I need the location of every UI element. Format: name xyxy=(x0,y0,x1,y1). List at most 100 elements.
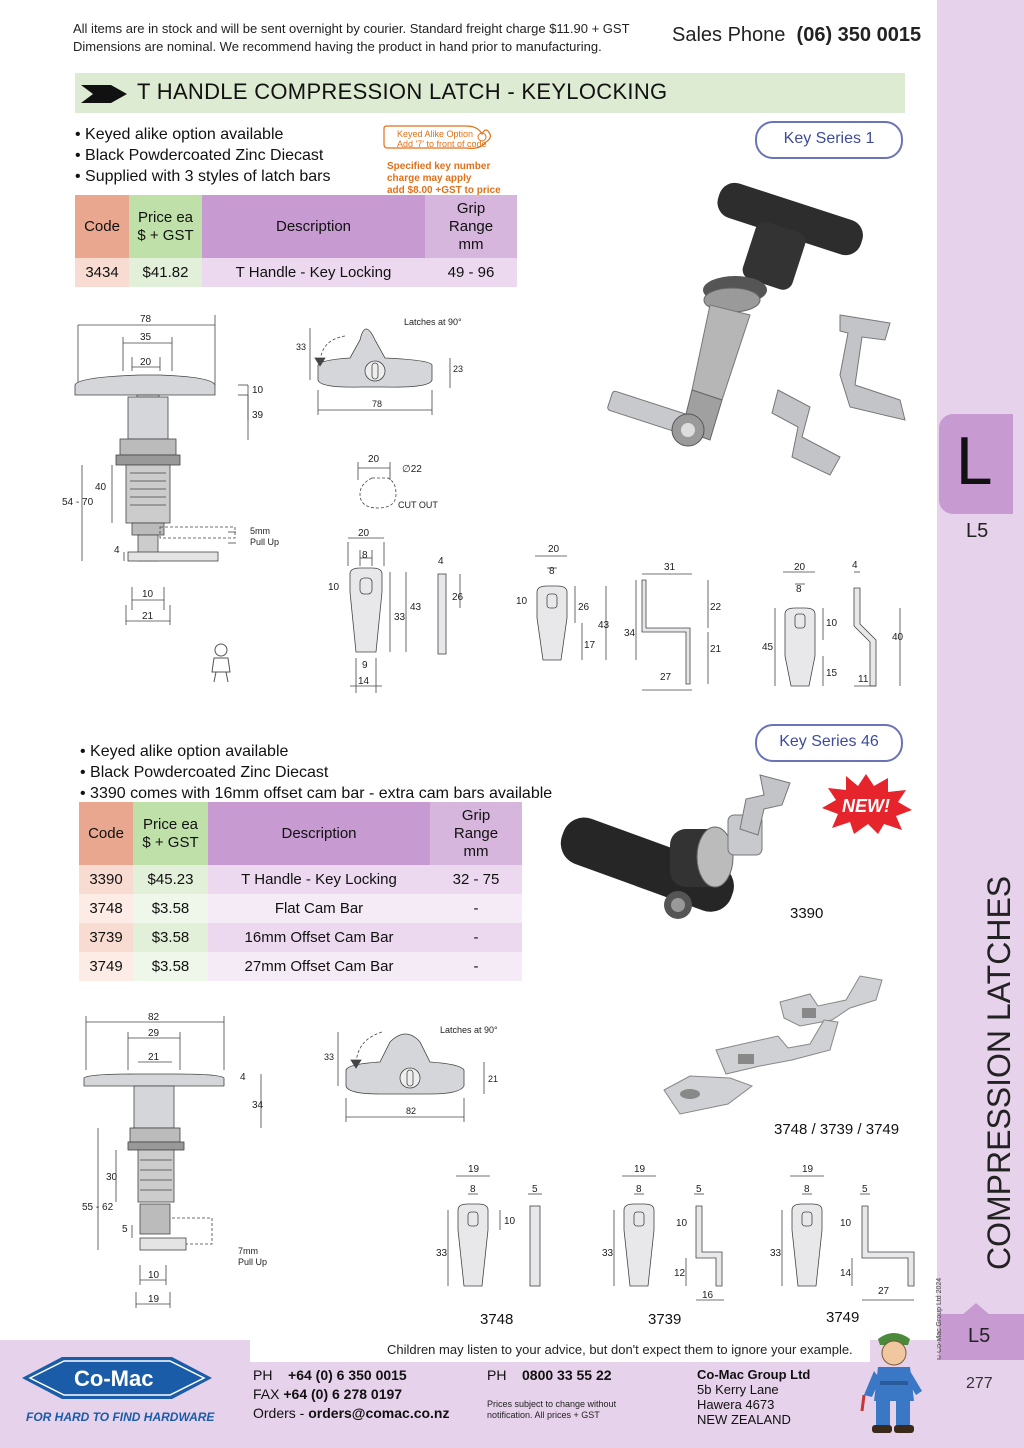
dim-label: 10 xyxy=(840,1218,852,1229)
dim-label: 33 xyxy=(770,1248,782,1259)
col-code-header: Code xyxy=(75,195,129,258)
dim-label: 26 xyxy=(578,602,590,613)
cell-code: 3749 xyxy=(79,952,133,981)
dim-label: 82 xyxy=(148,1012,160,1023)
key-series-1-badge: Key Series 1 xyxy=(755,121,903,159)
dim-label: Pull Up xyxy=(238,1257,267,1267)
header-line: Price ea xyxy=(137,208,194,226)
vertical-title-text: COMPRESSION LATCHES xyxy=(981,875,1017,1270)
cell-desc: T Handle - Key Locking xyxy=(202,258,425,287)
new-badge-icon: NEW! xyxy=(822,774,912,834)
address-line: NEW ZEALAND xyxy=(697,1412,791,1427)
dim-label: 33 xyxy=(324,1052,334,1062)
fax-label: FAX xyxy=(253,1386,280,1402)
dim-label: 43 xyxy=(598,620,610,631)
dim-label: 40 xyxy=(892,632,904,643)
bottom-section-code: L5 xyxy=(968,1325,991,1347)
dim-label: 20 xyxy=(548,544,560,555)
drawing-cam-bars-2: 19 8 5 10 33 19 8 5 33 10 12 16 19 8 5 3… xyxy=(436,1164,915,1328)
bottom-section-tab: L5 xyxy=(939,1314,1024,1360)
orders-email[interactable]: orders@comac.co.nz xyxy=(308,1405,450,1421)
dim-label: 5 xyxy=(696,1184,702,1195)
bullet-item: • Black Powdercoated Zinc Diecast xyxy=(80,764,329,781)
footer-contacts: PH +64 (0) 6 350 0015 FAX +64 (0) 6 278 … xyxy=(253,1366,450,1423)
ph2-label: PH xyxy=(487,1367,507,1383)
key-charge-note: Specified key number charge may apply ad… xyxy=(387,161,501,197)
bottom-tab-arrow xyxy=(962,1303,990,1315)
stock-notice: All items are in stock and will be sent … xyxy=(73,20,630,56)
dim-label: 5mm xyxy=(250,526,270,536)
cell-grip: - xyxy=(430,952,522,981)
label-cam-bars: 3748 / 3739 / 3749 xyxy=(774,1121,900,1138)
notice-line-1: All items are in stock and will be sent … xyxy=(73,21,630,36)
dim-label: 39 xyxy=(252,410,264,421)
dim-label: 35 xyxy=(140,332,152,343)
col-price-header: Price ea$ + GST xyxy=(133,802,208,865)
sidebar xyxy=(937,0,1024,1448)
footer-address: Co-Mac Group Ltd 5b Kerry Lane Hawera 46… xyxy=(697,1367,810,1427)
footer-orders-row: Orders - orders@comac.co.nz xyxy=(253,1404,450,1423)
dim-label: 33 xyxy=(296,342,306,352)
comac-logo: Co-Mac xyxy=(22,1357,212,1399)
dim-label: 30 xyxy=(106,1172,118,1183)
table-row: 3434 $41.82 T Handle - Key Locking 49 - … xyxy=(75,258,517,287)
caption-3739: 3739 xyxy=(648,1311,681,1328)
drawing-handle-top-view-1: Latches at 90° 33 23 78 xyxy=(296,317,463,415)
key-tag-icon xyxy=(383,125,492,149)
dim-label: 34 xyxy=(252,1100,264,1111)
sales-label: Sales Phone xyxy=(672,24,786,46)
cell-grip: 49 - 96 xyxy=(425,258,517,287)
dim-label: 11 xyxy=(858,674,869,685)
dim-label: 4 xyxy=(438,556,444,567)
col-desc-header: Description xyxy=(202,195,425,258)
dim-label: 8 xyxy=(470,1184,476,1195)
dim-label: 19 xyxy=(148,1294,160,1305)
header-line: Price ea xyxy=(142,815,199,833)
dim-label: 33 xyxy=(394,612,406,623)
dim-label: 19 xyxy=(634,1164,646,1175)
cell-desc: 16mm Offset Cam Bar xyxy=(208,923,430,952)
bullet-item: • 3390 comes with 16mm offset cam bar - … xyxy=(80,785,553,802)
key-note-line: Specified key number xyxy=(387,161,491,172)
dim-label: 14 xyxy=(358,676,370,687)
footer-phone-row: PH +64 (0) 6 350 0015 xyxy=(253,1366,450,1385)
dim-label: 4 xyxy=(852,560,858,571)
page-title: T HANDLE COMPRESSION LATCH - KEYLOCKING xyxy=(137,79,668,104)
cell-desc: T Handle - Key Locking xyxy=(208,865,430,894)
dim-label: 40 xyxy=(95,482,107,493)
cell-price: $3.58 xyxy=(133,952,208,981)
dim-label: 10 xyxy=(142,589,154,600)
table-row: 3749 $3.58 27mm Offset Cam Bar - xyxy=(79,952,522,981)
disclaimer-line: Prices subject to change without xyxy=(487,1399,617,1409)
dim-label: 43 xyxy=(410,602,422,613)
mascot-small-icon xyxy=(211,643,231,683)
key-note-line: add $8.00 +GST to price xyxy=(387,185,501,196)
dim-label: 20 xyxy=(794,562,806,573)
dim-label: 9 xyxy=(362,660,368,671)
dim-label: 78 xyxy=(372,399,382,409)
arrow-icon xyxy=(81,85,127,103)
ph2-number: 0800 33 55 22 xyxy=(522,1367,612,1383)
cell-desc: Flat Cam Bar xyxy=(208,894,430,923)
cell-code: 3434 xyxy=(75,258,129,287)
dim-label: 4 xyxy=(114,545,120,556)
cell-grip: - xyxy=(430,894,522,923)
mascot-icon xyxy=(860,1333,922,1433)
header-line: Range xyxy=(453,824,499,842)
section-letter-tab: L xyxy=(939,414,1013,514)
cell-grip: - xyxy=(430,923,522,952)
footer-fax-row: FAX +64 (0) 6 278 0197 xyxy=(253,1385,450,1404)
drawing-handle-top-view-2: Latches at 90° 33 21 82 xyxy=(324,1025,498,1122)
dim-label: 45 xyxy=(762,642,774,653)
dim-label: 78 xyxy=(140,314,152,325)
cell-price: $3.58 xyxy=(133,894,208,923)
address-line: Hawera 4673 xyxy=(697,1397,775,1412)
section1-bullets: • Keyed alike option available • Black P… xyxy=(75,124,331,187)
dim-label: 10 xyxy=(148,1270,160,1281)
dim-label: 29 xyxy=(148,1028,160,1039)
fax-number: +64 (0) 6 278 0197 xyxy=(283,1386,403,1402)
latches-label: Latches at 90° xyxy=(440,1025,498,1035)
drawing-cutout-1: 20 ∅22 CUT OUT xyxy=(357,454,438,510)
